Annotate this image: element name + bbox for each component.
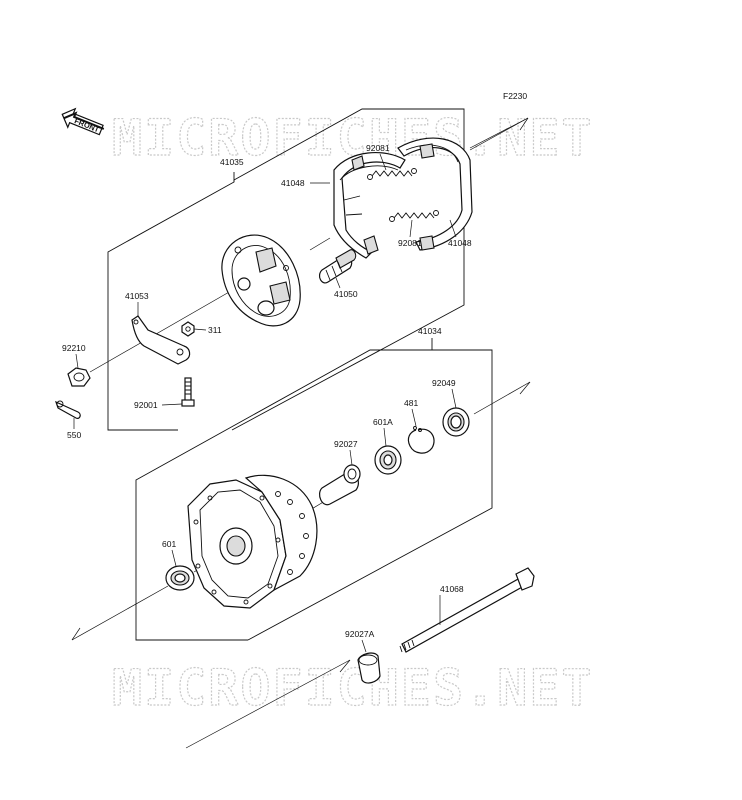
front-arrow-icon: FRONT <box>61 107 105 136</box>
nut-311 <box>181 321 195 337</box>
brake-panel <box>221 234 301 327</box>
brake-cam <box>318 249 357 284</box>
label-41034: 41034 <box>418 326 442 336</box>
label-41048-right: 41048 <box>448 238 472 248</box>
oil-seal-92049 <box>442 407 470 437</box>
label-92081-top: 92081 <box>366 143 390 153</box>
label-41035: 41035 <box>220 157 244 167</box>
collar-92027a <box>357 652 381 684</box>
label-92049: 92049 <box>432 378 456 388</box>
callout-550: 550 <box>67 418 81 440</box>
callout-41048-left: 41048 <box>281 178 330 188</box>
axis-arrow-lower-right <box>519 381 531 395</box>
brake-shoe-left <box>333 151 406 259</box>
axle-41068 <box>399 567 535 653</box>
callout-92027: 92027 <box>334 439 358 466</box>
label-41068: 41068 <box>440 584 464 594</box>
bearing-601 <box>165 565 195 591</box>
axle-nut-92210 <box>67 367 91 387</box>
callout-92081-bottom: 92081 <box>398 219 422 248</box>
callout-601: 601 <box>162 539 176 567</box>
label-92210: 92210 <box>62 343 86 353</box>
spring-lower <box>389 210 439 222</box>
axis-arrow-bottom <box>339 659 351 673</box>
callout-41050: 41050 <box>334 277 358 299</box>
spacer-92027 <box>318 464 361 506</box>
spring-upper <box>367 168 417 180</box>
axis-arrow-upper <box>469 117 529 151</box>
callout-41035: 41035 <box>220 157 244 167</box>
watermark-bottom: MICROFICHES.NET <box>112 659 594 717</box>
hub-frame <box>135 338 493 641</box>
label-41053: 41053 <box>125 291 149 301</box>
callout-41053: 41053 <box>125 291 149 316</box>
callout-92081-top: 92081 <box>366 143 390 171</box>
wheel-hub <box>187 474 318 609</box>
cotter-pin-550 <box>54 400 81 419</box>
callout-311: 311 <box>193 325 222 335</box>
label-41048-left: 41048 <box>281 178 305 188</box>
bolt-92001 <box>181 377 195 407</box>
callout-41048-right: 41048 <box>448 219 472 248</box>
axis-line-lower-left <box>71 585 169 641</box>
brake-shoe-right <box>397 137 473 251</box>
callout-41068: 41068 <box>439 584 464 625</box>
label-92027a: 92027A <box>345 629 375 639</box>
axis-line-lower-right <box>473 381 531 415</box>
callout-601a: 601A <box>373 417 393 447</box>
callout-92001: 92001 <box>134 400 183 410</box>
axis-line-upper-mid <box>309 237 331 251</box>
axis-arrow-lower-left <box>71 627 81 641</box>
label-92001: 92001 <box>134 400 158 410</box>
callout-92210: 92210 <box>62 343 86 369</box>
bearing-601a <box>374 445 402 475</box>
axis-line-bottom <box>185 659 351 749</box>
label-92027: 92027 <box>334 439 358 449</box>
label-41050: 41050 <box>334 289 358 299</box>
axis-line-upper-left <box>89 279 251 373</box>
callout-41034: 41034 <box>418 326 442 336</box>
brake-panel-frame <box>107 108 465 431</box>
label-92081-bottom: 92081 <box>398 238 422 248</box>
label-601a: 601A <box>373 417 393 427</box>
label-481: 481 <box>404 398 418 408</box>
label-601: 601 <box>162 539 176 549</box>
brake-lever <box>131 315 191 365</box>
callout-92027a: 92027A <box>345 629 375 653</box>
circlip-481 <box>407 426 435 454</box>
callout-481: 481 <box>404 398 418 427</box>
callout-92049: 92049 <box>432 378 457 409</box>
label-550: 550 <box>67 430 81 440</box>
label-311: 311 <box>208 325 222 335</box>
figure-code: F2230 <box>503 91 527 101</box>
